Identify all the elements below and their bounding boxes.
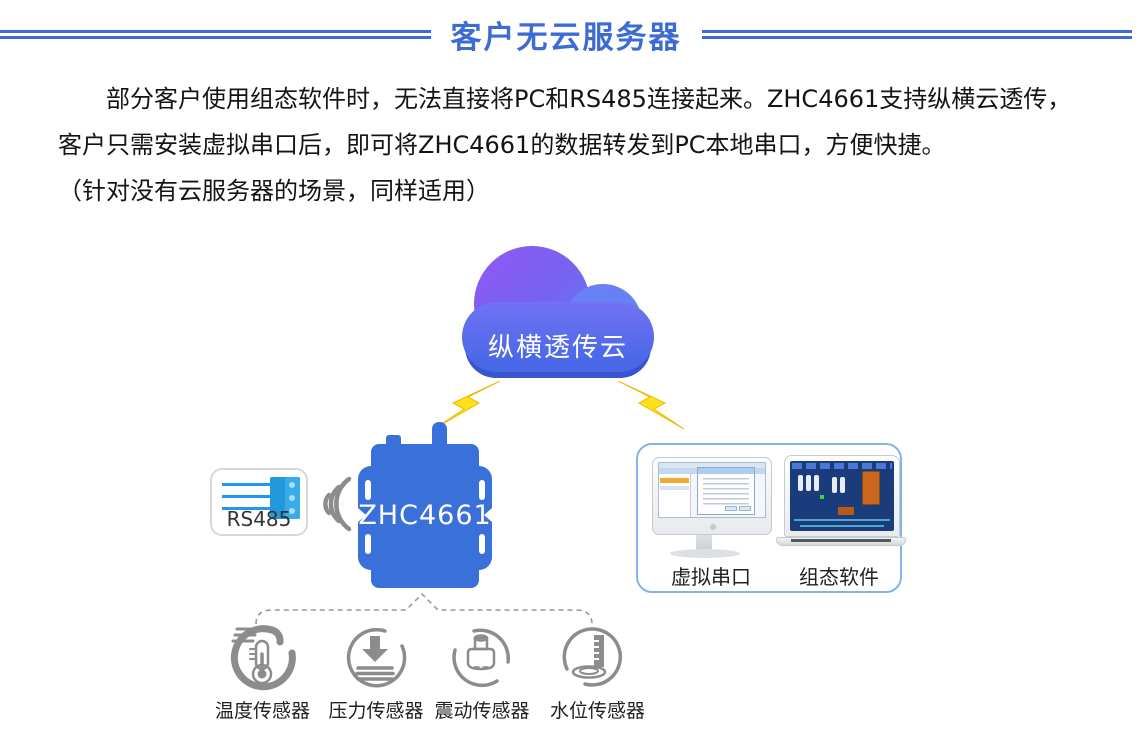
device-slot [365,534,371,554]
device-slot [479,534,485,554]
rs485-wire [222,495,278,498]
laptop-label: 组态软件 [799,565,879,589]
rs485-wire [222,507,278,510]
rs485-box: RS485 [210,468,308,536]
laptop-icon [784,455,900,537]
rs485-connector-icon [270,477,300,519]
brace-connector [255,592,593,625]
cloud-label: 纵横透传云 [487,333,628,363]
pc-panel: 虚拟串口 组态软件 [636,443,906,593]
water-level-sensor-icon [562,627,623,687]
monitor-icon [652,457,772,535]
intro-main-text: 部分客户使用组态软件时，无法直接将PC和RS485连接起来。ZHC4661支持纵… [58,85,1072,159]
intro-note-text: （针对没有云服务器的场景，同样适用） [58,177,490,205]
device-label: ZHC4661 [358,500,492,531]
zhc4661-device: ZHC4661 [358,422,492,588]
sensor-label-pressure: 压力传感器 [328,700,424,722]
title-rule-right [701,30,1132,39]
device-slot [365,480,371,500]
monitor-power-icon [710,524,716,530]
title-bar: 客户无云服务器 [0,12,1140,57]
rs485-label: RS485 [226,507,292,531]
page-title: 客户无云服务器 [450,20,682,56]
pressure-sensor-icon [346,627,407,688]
rs485-wire [222,483,278,486]
temperature-sensor-icon [230,625,296,691]
title-rule-left [0,30,431,39]
vibration-sensor-icon [452,628,510,688]
monitor-label: 虚拟串口 [671,565,751,589]
cloud-base [462,302,654,372]
intro-paragraph: 部分客户使用组态软件时，无法直接将PC和RS485连接起来。ZHC4661支持纵… [58,76,1080,214]
transparent-cloud: 纵横透传云 [462,246,654,380]
wireless-signal-icon [323,476,352,532]
sensor-label-temperature: 温度传感器 [214,700,310,722]
lightning-bolt-right-icon [617,381,685,430]
sensor-label-water-level: 水位传感器 [549,700,645,722]
device-slot [479,480,485,500]
sensor-label-vibration: 震动传感器 [434,700,530,722]
